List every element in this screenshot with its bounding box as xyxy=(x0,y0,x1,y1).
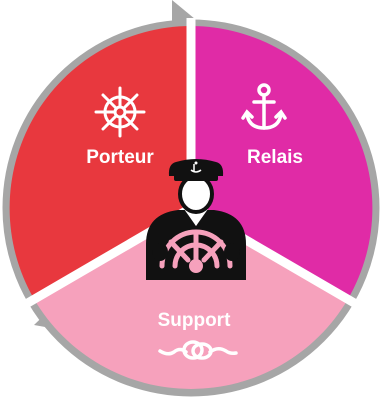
ship-wheel-icon xyxy=(94,86,146,138)
label-porteur: Porteur xyxy=(86,147,154,168)
segment-support xyxy=(34,208,348,389)
captain-icon xyxy=(146,159,246,280)
rope-knot-icon xyxy=(158,340,238,360)
label-support: Support xyxy=(158,310,231,331)
label-relais: Relais xyxy=(247,147,303,168)
anchor-icon xyxy=(241,83,287,130)
